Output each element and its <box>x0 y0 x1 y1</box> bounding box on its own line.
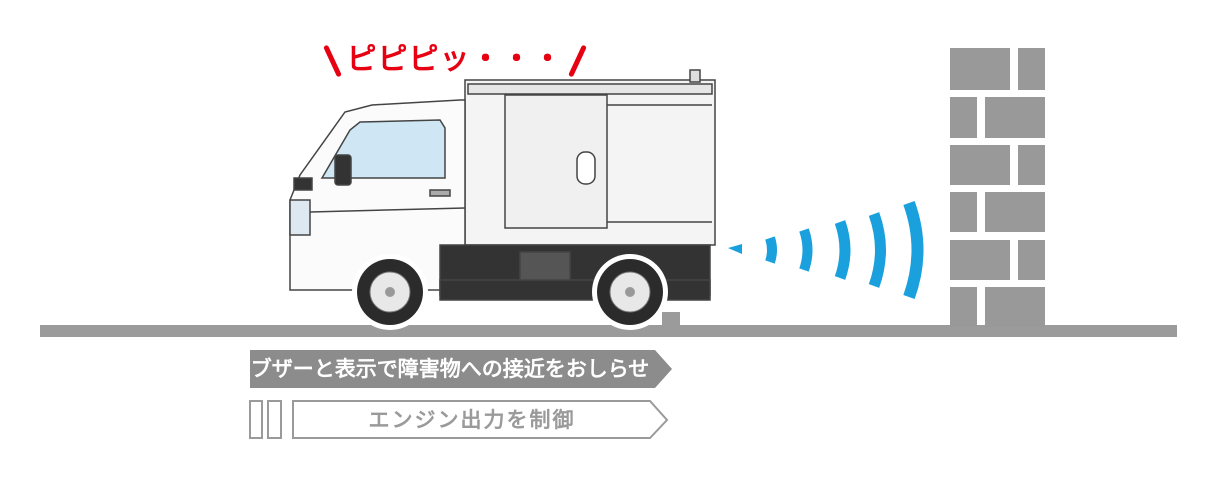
warning-banner-text: ブザーと表示で障害物への接近をおしらせ <box>250 357 650 381</box>
engine-banner-shape <box>292 400 669 439</box>
brick-wall <box>950 48 1045 327</box>
indicator-box <box>249 400 263 439</box>
wheel-stop <box>662 312 680 326</box>
front-wheel <box>352 254 428 330</box>
beep-sound-label: ピピピッ・・・ <box>323 34 587 78</box>
beep-text: ピピピッ・・・ <box>346 42 564 77</box>
rear-wheel <box>592 254 668 330</box>
sensor-waves <box>728 200 924 300</box>
ground <box>40 325 1177 337</box>
engine-banner-text: エンジン出力を制御 <box>368 408 576 432</box>
indicator-box <box>267 400 282 439</box>
truck <box>289 69 716 301</box>
warning-banner-shape <box>250 350 672 388</box>
